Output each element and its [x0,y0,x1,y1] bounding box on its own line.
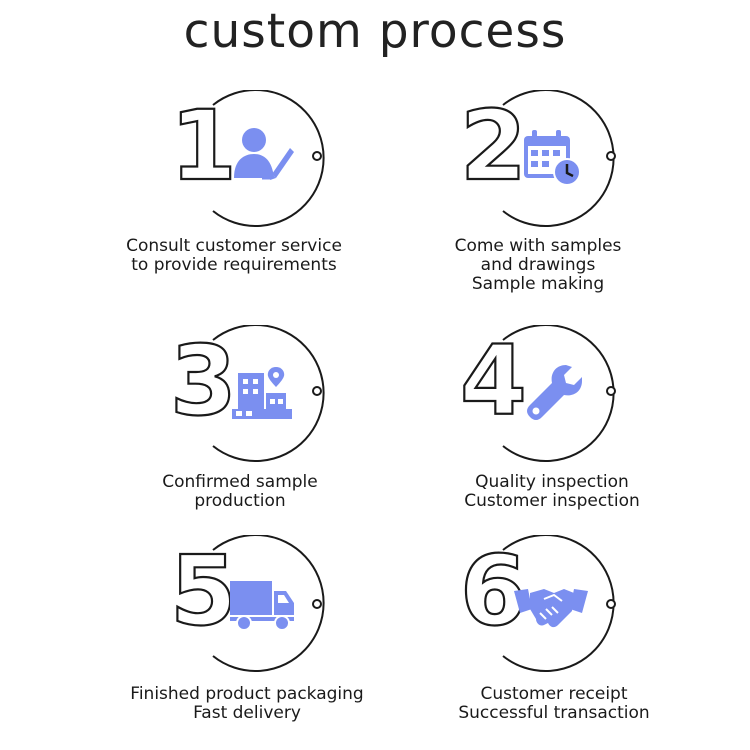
caption-line: Sample making [471,274,605,294]
step-number: 4 [459,325,528,437]
step-2: 2 [458,90,678,230]
step-4-caption: Quality inspection Customer inspection [392,473,712,511]
step-2-caption: Come with samples and drawings Sample ma… [378,237,698,294]
caption-line: Confirmed sample [162,472,318,492]
step-6-caption: Customer receipt Successful transaction [394,685,714,723]
step-arc [212,325,325,462]
step-1: 1 [168,90,388,230]
page-title: custom process [183,4,567,59]
consult-person-icon [234,128,294,180]
step-number: 2 [459,90,528,202]
step-1-caption: Consult customer service to provide requ… [74,237,394,275]
caption-line: Fast delivery [193,703,301,723]
caption-line: Finished product packaging [130,684,364,704]
step-3-caption: Confirmed sample production [80,473,400,511]
step-arc [502,90,616,227]
caption-line: Successful transaction [458,703,650,723]
step-5-caption: Finished product packaging Fast delivery [87,685,407,723]
wrench-icon [527,365,582,420]
factory-building-icon [232,367,292,419]
step-4: 4 [458,325,678,465]
step-arc [212,90,325,227]
caption-line: to provide requirements [131,255,337,275]
step-arc [502,325,616,462]
caption-line: and drawings [480,255,596,275]
step-3: 3 [168,325,388,465]
delivery-truck-icon [230,581,294,631]
caption-line: Come with samples [454,236,622,256]
caption-line: Customer inspection [464,491,640,511]
caption-line: Customer receipt [480,684,628,704]
step-number: 5 [169,535,238,647]
step-arc [212,535,325,672]
caption-line: Consult customer service [126,236,342,256]
caption-line: production [194,491,286,511]
step-number: 1 [169,90,238,202]
handshake-icon [514,589,588,628]
step-6: 6 [458,535,678,675]
step-number: 3 [169,325,238,437]
caption-line: Quality inspection [475,472,629,492]
step-5: 5 [168,535,388,675]
step-arc [502,535,616,672]
calendar-clock-icon [524,130,581,186]
